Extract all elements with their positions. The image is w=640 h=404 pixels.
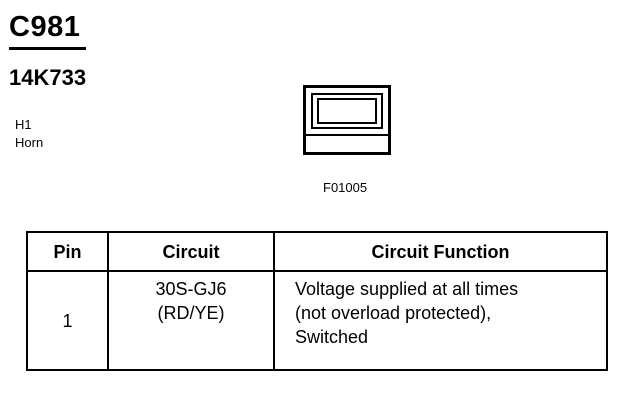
cell-pin: 1	[26, 270, 109, 371]
connector-id: C981	[9, 11, 81, 43]
function-line-1: Voltage supplied at all times	[295, 279, 519, 299]
location-description: Horn	[15, 135, 44, 150]
connector-recess-inner	[317, 98, 377, 124]
table-row: 1 30S-GJ6 (RD/YE) Voltage supplied at al…	[26, 270, 608, 371]
location-code: H1	[15, 117, 32, 132]
cell-circuit: 30S-GJ6 (RD/YE)	[107, 270, 275, 371]
header-circuit: Circuit	[107, 231, 275, 272]
connector-recess-outer	[311, 93, 383, 129]
connector-face-drawing	[303, 85, 391, 155]
pin-table: Pin Circuit Circuit Function 1 30S-GJ6 (…	[26, 231, 608, 371]
circuit-wire-color: (RD/YE)	[157, 303, 225, 323]
connector-id-underline	[9, 47, 86, 50]
header-pin: Pin	[26, 231, 109, 272]
function-line-2: (not overload protected),	[295, 303, 492, 323]
header-circuit-function: Circuit Function	[273, 231, 608, 272]
cell-circuit-function: Voltage supplied at all times (not overl…	[273, 270, 608, 371]
table-header-row: Pin Circuit Circuit Function	[26, 231, 608, 272]
circuit-code: 30S-GJ6	[155, 279, 227, 299]
part-number: 14K733	[9, 65, 87, 90]
function-line-3: Switched	[295, 327, 369, 347]
connector-outer-body	[303, 85, 391, 155]
figure-code: F01005	[323, 180, 368, 195]
